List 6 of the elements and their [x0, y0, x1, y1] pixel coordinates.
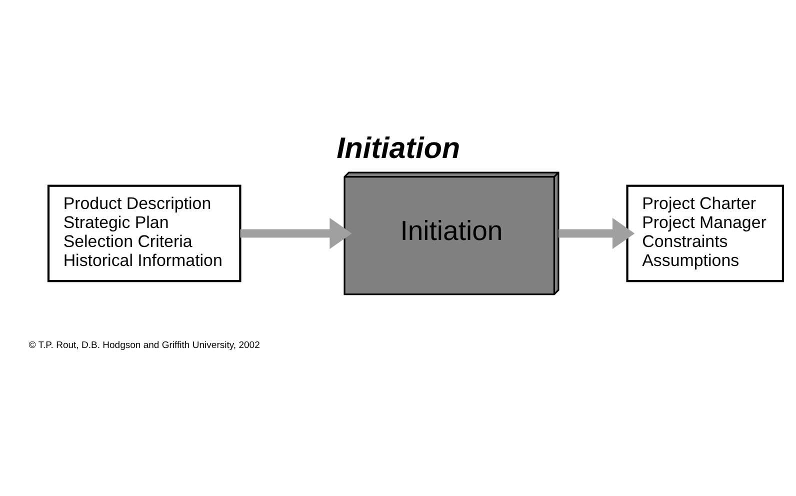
arrow [558, 218, 635, 249]
arrow [240, 218, 352, 249]
node-box: Product Description Strategic Plan Selection Criteria Historical Information [47, 184, 242, 282]
caption: © T.P. Rout, D.B. Hodgson and Griffith University, 2002 [28, 340, 260, 352]
diagram-title: Initiation [336, 132, 460, 166]
node-box: Project Charter Project Manager Constraints Assumptions [626, 184, 784, 282]
